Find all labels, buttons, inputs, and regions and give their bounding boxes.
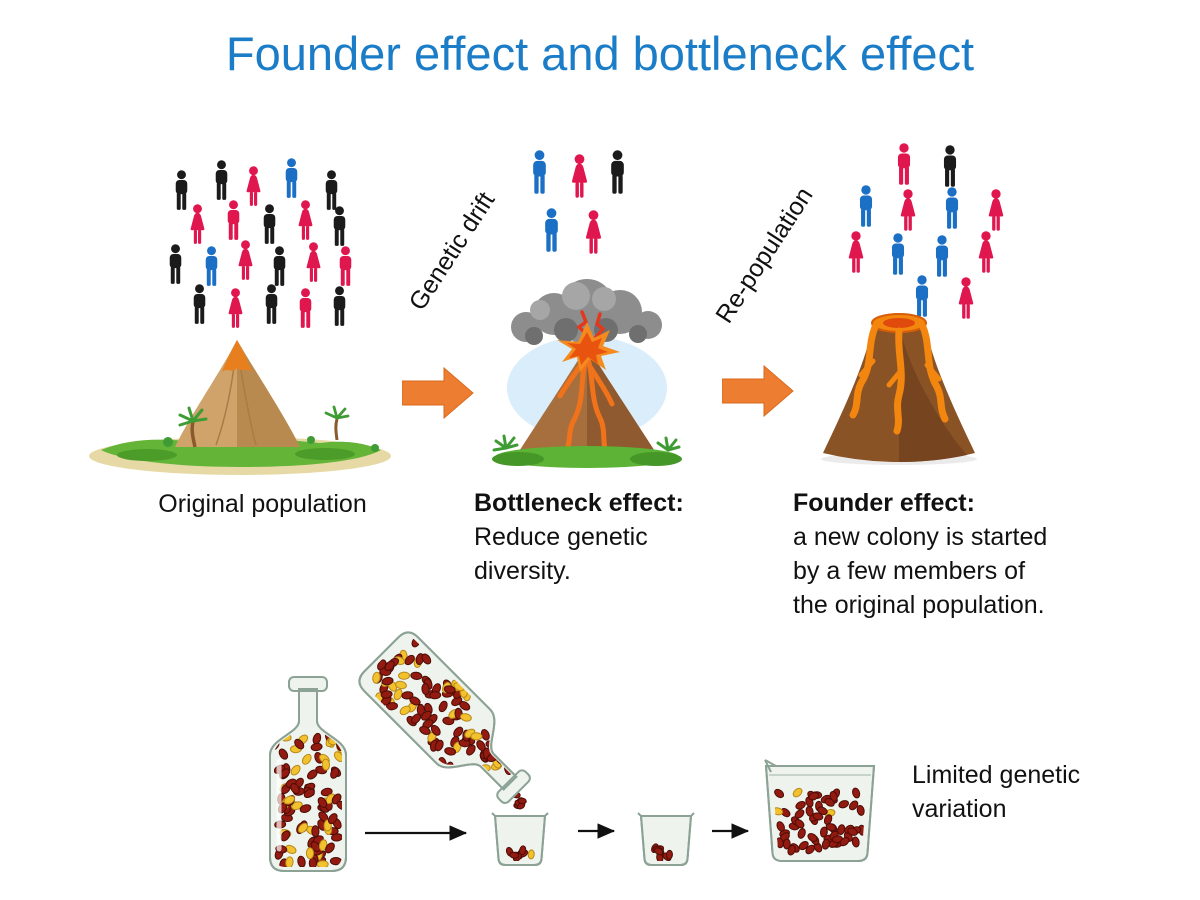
person-woman-icon <box>900 189 916 231</box>
person-man-icon <box>943 145 957 187</box>
person-woman-icon <box>585 210 602 254</box>
caption-bottleneck-effect: Bottleneck effect: Reduce genetic divers… <box>474 486 699 588</box>
person-man-icon <box>227 200 240 240</box>
bottle-lip <box>288 676 328 692</box>
beaker-large <box>764 759 876 862</box>
person-woman-icon <box>246 166 261 206</box>
grass-shade <box>117 449 177 461</box>
beans-in-beaker-1 <box>505 845 535 861</box>
beans-in-large-beaker <box>772 787 867 856</box>
person-man-icon <box>263 204 276 244</box>
lava-branches <box>858 358 942 388</box>
palm-tree <box>324 405 350 441</box>
caption-line: Reduce genetic <box>474 523 648 551</box>
re-population-label: Re-population <box>710 182 819 329</box>
beans-experiment-illustration <box>269 631 876 872</box>
bottleneck-population-people <box>533 150 624 254</box>
person-man-icon <box>273 246 286 286</box>
person-woman-icon <box>228 288 243 328</box>
person-man-icon <box>533 150 546 194</box>
palm-tree <box>178 406 208 448</box>
person-man-icon <box>897 143 911 185</box>
vegetation <box>495 446 679 468</box>
person-woman-icon <box>848 231 864 273</box>
person-man-icon <box>611 150 624 194</box>
page-title: Founder effect and bottleneck effect <box>225 27 975 80</box>
smoke-highlight <box>530 282 616 320</box>
person-man-icon <box>299 288 312 328</box>
caption-founder-effect: Founder effect: a new colony is started … <box>793 486 1123 622</box>
person-man-icon <box>175 170 188 210</box>
caption-original-population: Original population <box>110 487 415 521</box>
person-man-icon <box>215 160 228 200</box>
person-man-icon <box>285 158 298 198</box>
crater-lava <box>883 318 915 328</box>
person-man-icon <box>333 286 346 326</box>
person-woman-icon <box>988 189 1004 231</box>
person-man-icon <box>169 244 182 284</box>
mountain-peak <box>222 340 252 372</box>
volcano-cone-shade <box>899 325 967 462</box>
caption-limited-variation: Limited genetic variation <box>912 758 1147 826</box>
caption-line: a new colony is started <box>793 523 1048 551</box>
eruption-burst-core <box>567 332 608 365</box>
mountain-shade <box>237 340 300 447</box>
vegetation-shade <box>630 452 682 466</box>
person-man-icon <box>859 185 873 227</box>
caption-line: Limited genetic <box>912 761 1081 789</box>
person-man-icon <box>891 233 905 275</box>
person-man-icon <box>545 208 558 252</box>
founder-population-people <box>848 143 1004 319</box>
arrow-right-icon <box>722 365 794 417</box>
palm-fronds <box>492 434 681 452</box>
original-population-people <box>169 158 352 328</box>
bush <box>371 444 379 452</box>
island-illustration <box>89 340 391 475</box>
beans-in-beaker-2 <box>651 843 673 861</box>
founder-volcano-illustration <box>821 313 977 465</box>
flow-arrows <box>365 823 750 841</box>
lava-streams <box>557 353 615 456</box>
person-man-icon <box>325 170 338 210</box>
vegetation-shade <box>492 452 544 466</box>
caption-line: by a few members of <box>793 557 1026 585</box>
person-man-icon <box>265 284 278 324</box>
caption-title: Bottleneck effect: <box>474 489 684 517</box>
grass-shade <box>295 448 355 460</box>
person-woman-icon <box>238 240 253 280</box>
person-man-icon <box>339 246 352 286</box>
bush <box>307 436 315 444</box>
bottle-lip <box>496 769 531 804</box>
caption-text: Original population <box>158 490 367 518</box>
person-woman-icon <box>978 231 994 273</box>
smoke-shadow <box>525 318 647 345</box>
beans-in-tilted-bottle <box>372 636 513 801</box>
arrow-right-icon <box>402 367 474 419</box>
person-man-icon <box>193 284 206 324</box>
person-man-icon <box>945 187 959 229</box>
person-man-icon <box>205 246 218 286</box>
caption-line: variation <box>912 795 1007 823</box>
lava-flows <box>849 323 949 435</box>
beaker-small-2 <box>637 812 695 866</box>
person-man-icon <box>333 206 346 246</box>
caption-title: Founder effect: <box>793 489 975 517</box>
bottle-tilted <box>358 631 531 804</box>
bush <box>163 437 173 447</box>
erupting-volcano-illustration <box>492 279 682 468</box>
beaker-small-1 <box>491 812 549 866</box>
caption-line: diversity. <box>474 557 571 585</box>
person-woman-icon <box>571 154 588 198</box>
bottle-upright <box>269 676 347 872</box>
person-man-icon <box>935 235 949 277</box>
person-woman-icon <box>298 200 313 240</box>
person-woman-icon <box>306 242 321 282</box>
caption-line: the original population. <box>793 591 1045 619</box>
person-woman-icon <box>190 204 205 244</box>
